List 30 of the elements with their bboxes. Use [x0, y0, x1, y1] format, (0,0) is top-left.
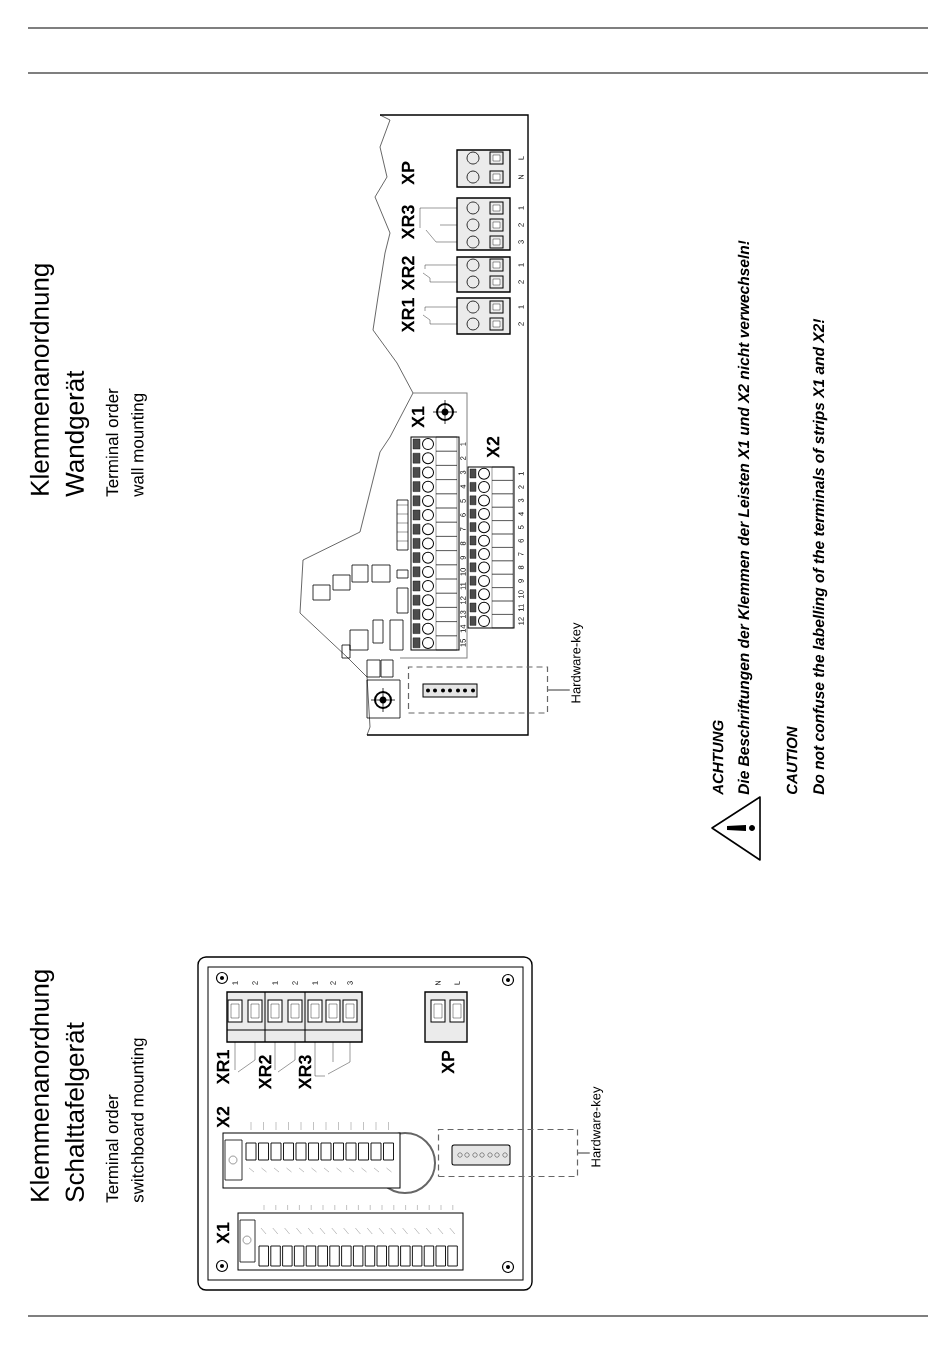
terminal-label: X1 [216, 1222, 230, 1244]
terminal-label: X1 [411, 406, 425, 428]
warning-text: Die Beschriftungen der Klemmen der Leisten X1 und X2 nicht verwechseln! [737, 240, 753, 795]
dashed-outline [407, 666, 549, 714]
subtitle-text: switchboard mounting [131, 1038, 147, 1203]
terminal-label: XR2 [258, 1055, 272, 1090]
terminal-label: XR3 [298, 1055, 312, 1090]
warning-text: Do not confuse the labelling of the terminals of strips X1 and X2! [812, 318, 828, 795]
terminal-label: XP [441, 1050, 455, 1074]
leader-text: Hardware-key [570, 622, 584, 703]
terminal-label: XR2 [401, 256, 415, 291]
terminal-label: X2 [486, 436, 500, 458]
warning-heading: ACHTUNG [712, 720, 724, 796]
heading-text: Klemmenanordnung [29, 970, 55, 1201]
subtitle-text: Terminal order [105, 388, 119, 497]
terminal-label: XR1 [401, 298, 415, 333]
terminal-label: XR3 [401, 205, 415, 240]
heading-text: Schalttafelgerät [64, 1022, 90, 1202]
dashed-outline [437, 1128, 579, 1178]
leader-line [547, 689, 571, 691]
subtitle-text: Terminal order [105, 1094, 119, 1203]
heading-text: Klemmenanordnung [29, 264, 55, 495]
leader-line [577, 1152, 591, 1154]
terminal-label: X2 [216, 1106, 230, 1128]
terminal-label: XR1 [216, 1050, 230, 1085]
leader-text: Hardware-key [590, 1086, 604, 1167]
warning-heading: CAUTION [786, 726, 798, 795]
subtitle-text: wall mounting [131, 394, 147, 497]
heading-text: Wandgerät [64, 370, 90, 497]
terminal-label: XP [401, 161, 415, 185]
